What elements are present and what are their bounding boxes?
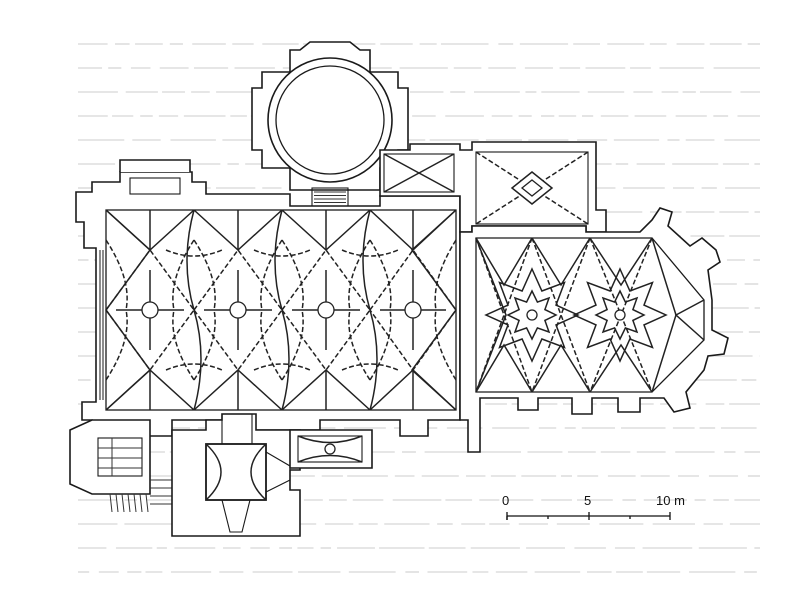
south-annexes — [69, 413, 373, 537]
chancel-vault-ribs — [475, 237, 705, 393]
north-east-rooms — [379, 141, 607, 233]
stair-steps — [109, 479, 172, 513]
scale-bar: 0 5 10 m — [502, 493, 685, 520]
scale-label-5: 5 — [584, 493, 591, 508]
scale-label-0: 0 — [502, 493, 509, 508]
chancel — [459, 207, 729, 453]
nave-vault-ribs — [105, 209, 457, 411]
circular-chapel — [251, 41, 409, 209]
nave — [75, 159, 461, 437]
scale-label-10m: 10 m — [656, 493, 685, 508]
chapel-steps — [314, 191, 346, 207]
